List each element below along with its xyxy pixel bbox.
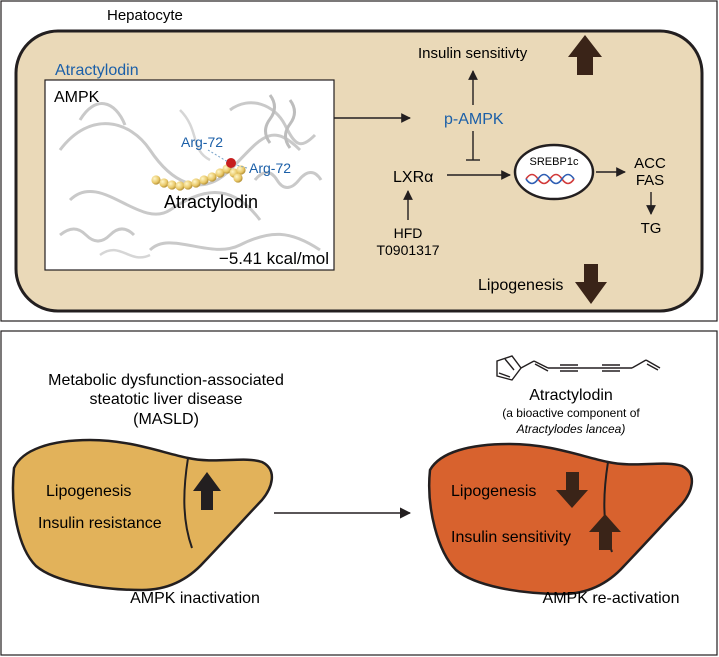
bottom-panel: Metabolic dysfunction-associated steatot… — [0, 330, 718, 656]
right-insulin-sensitivity-label: Insulin sensitivity — [451, 529, 571, 546]
compound-label: Atractylodin — [55, 62, 139, 79]
left-insulin-resistance-label: Insulin resistance — [38, 515, 162, 532]
residue-label-1: Arg-72 — [181, 134, 223, 150]
right-status-label: AMPK re-activation — [543, 590, 680, 607]
down-arrow-icon — [556, 472, 588, 508]
tg-label: TG — [641, 220, 662, 237]
srebp1c-node: SREBP1c — [513, 143, 595, 201]
left-liver: Lipogenesis Insulin resistance — [11, 438, 273, 592]
left-lipogenesis-label: Lipogenesis — [46, 483, 131, 500]
left-status-label: AMPK inactivation — [130, 590, 260, 607]
srebp1c-label: SREBP1c — [530, 156, 579, 168]
protein-ribbon-icon — [58, 94, 323, 259]
ligand-molecule — [151, 158, 246, 191]
ligand-label: Atractylodin — [164, 192, 258, 212]
compound-name: Atractylodin — [529, 387, 613, 404]
disease-line-1: Metabolic dysfunction-associated — [48, 372, 284, 389]
docking-image: AMPK Arg-72 Arg-72 Atractylodin −5.41 kc… — [44, 79, 335, 271]
up-arrow-icon — [193, 472, 221, 510]
disease-line-2: steatotic liver disease — [90, 391, 243, 408]
lipogenesis-label-top: Lipogenesis — [478, 277, 563, 294]
disease-line-3: (MASLD) — [133, 411, 199, 428]
furan-structure-icon — [496, 355, 661, 381]
compound-desc-2: Atractylodes lancea) — [516, 422, 626, 436]
top-panel: Hepatocyte Atractylodin — [0, 0, 718, 322]
residue-label-2: Arg-72 — [249, 160, 291, 176]
t0901317-label: T0901317 — [376, 242, 439, 258]
down-arrow-icon — [575, 264, 607, 304]
lxr-label: LXRα — [393, 169, 433, 186]
acc-label: ACC — [634, 155, 666, 172]
binding-energy: −5.41 kcal/mol — [219, 249, 329, 268]
hepatocyte-label: Hepatocyte — [107, 7, 183, 24]
insulin-sensitivity-label: Insulin sensitivty — [418, 45, 528, 62]
up-arrow-icon — [589, 514, 621, 550]
hfd-label: HFD — [394, 225, 423, 241]
right-liver: Lipogenesis Insulin sensitivity — [428, 442, 693, 596]
dna-icon — [525, 173, 575, 185]
p-ampk-label: p-AMPK — [444, 111, 504, 128]
docking-target-label: AMPK — [54, 89, 100, 106]
up-arrow-icon — [568, 35, 602, 75]
compound-desc-1: (a bioactive component of — [502, 406, 640, 420]
fas-label: FAS — [636, 172, 664, 189]
right-lipogenesis-label: Lipogenesis — [451, 483, 536, 500]
